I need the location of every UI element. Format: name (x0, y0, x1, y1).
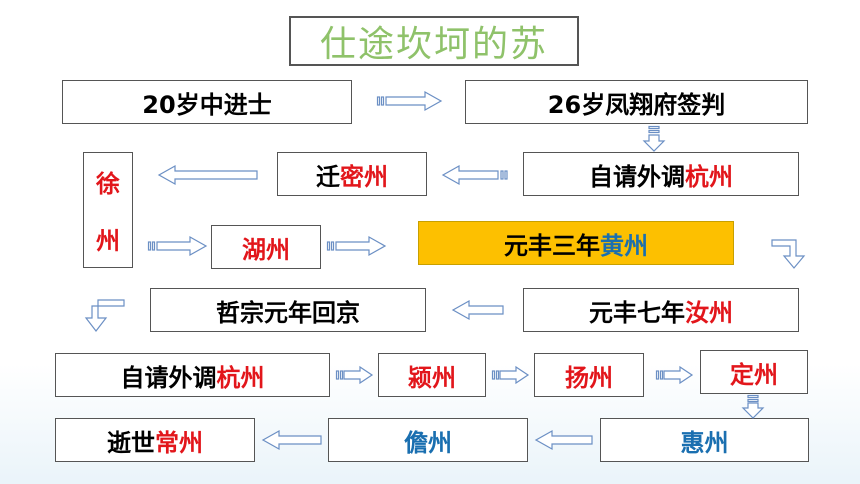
node-huizhou-place: 惠州 (680, 428, 729, 457)
node-hangzhou-1-prefix: 自请外调 (589, 162, 685, 191)
arrow-left-1 (441, 164, 508, 186)
arrow-right-5 (491, 365, 530, 385)
arrow-down-1 (642, 125, 666, 152)
node-danzhou: 儋州 (328, 418, 528, 462)
node-xuzhou: 徐 州 (83, 152, 133, 268)
node-mizhou-prefix: 迁 (316, 162, 340, 191)
node-fengxiang-label: 26岁凤翔府签判 (547, 90, 726, 119)
node-ruzhou-prefix: 元丰七年 (589, 298, 685, 327)
arrow-right-2 (147, 235, 208, 257)
node-xuzhou-char-1: 徐 (96, 170, 120, 198)
node-changzhou-prefix: 逝世 (107, 428, 155, 457)
node-hangzhou-2: 自请外调杭州 (55, 353, 330, 397)
node-mizhou: 迁密州 (277, 152, 427, 196)
node-xuzhou-char-2: 州 (96, 227, 120, 255)
node-huangzhou-prefix: 元丰三年 (504, 231, 600, 260)
page-title-box: 仕途坎坷的苏 (289, 16, 579, 66)
arrow-bend-right (771, 239, 806, 269)
node-mizhou-place: 密州 (340, 162, 388, 191)
node-hangzhou-1: 自请外调杭州 (523, 152, 799, 196)
arrow-left-2 (157, 164, 258, 186)
arrow-right-6 (655, 365, 694, 385)
node-changzhou-place: 常州 (155, 428, 203, 457)
node-ruzhou-place: 汝州 (685, 298, 733, 327)
node-huzhou-place: 湖州 (242, 235, 290, 264)
node-jinshi-label: 20岁中进士 (142, 90, 272, 119)
arrow-bend-left (84, 299, 125, 332)
node-hangzhou-1-place: 杭州 (685, 162, 733, 191)
node-yangzhou: 扬州 (534, 353, 644, 397)
arrow-left-4 (534, 429, 593, 451)
node-yingzhou: 颍州 (378, 353, 486, 397)
node-return-capital-label: 哲宗元年回京 (216, 298, 360, 327)
node-return-capital: 哲宗元年回京 (150, 288, 426, 332)
node-huangzhou: 元丰三年黄州 (418, 221, 734, 265)
node-huzhou: 湖州 (211, 225, 321, 269)
node-huangzhou-place: 黄州 (600, 231, 648, 260)
node-ruzhou: 元丰七年汝州 (523, 288, 799, 332)
arrow-down-2 (741, 394, 765, 419)
node-hangzhou-2-place: 杭州 (216, 363, 265, 392)
node-fengxiang: 26岁凤翔府签判 (465, 80, 808, 124)
node-yangzhou-place: 扬州 (565, 363, 613, 392)
node-jinshi: 20岁中进士 (62, 80, 352, 124)
arrow-left-5 (261, 429, 322, 451)
node-dingzhou: 定州 (700, 350, 808, 394)
node-dingzhou-place: 定州 (730, 360, 778, 389)
node-danzhou-place: 儋州 (404, 428, 452, 457)
page-title: 仕途坎坷的苏 (319, 24, 548, 65)
node-huizhou: 惠州 (600, 418, 809, 462)
arrow-right-3 (326, 235, 387, 257)
arrow-right-1 (376, 90, 443, 112)
node-hangzhou-2-prefix: 自请外调 (120, 363, 217, 392)
node-changzhou: 逝世常州 (55, 418, 255, 462)
arrow-right-4 (335, 365, 374, 385)
node-yingzhou-place: 颍州 (408, 363, 456, 392)
arrow-left-3 (451, 299, 504, 321)
